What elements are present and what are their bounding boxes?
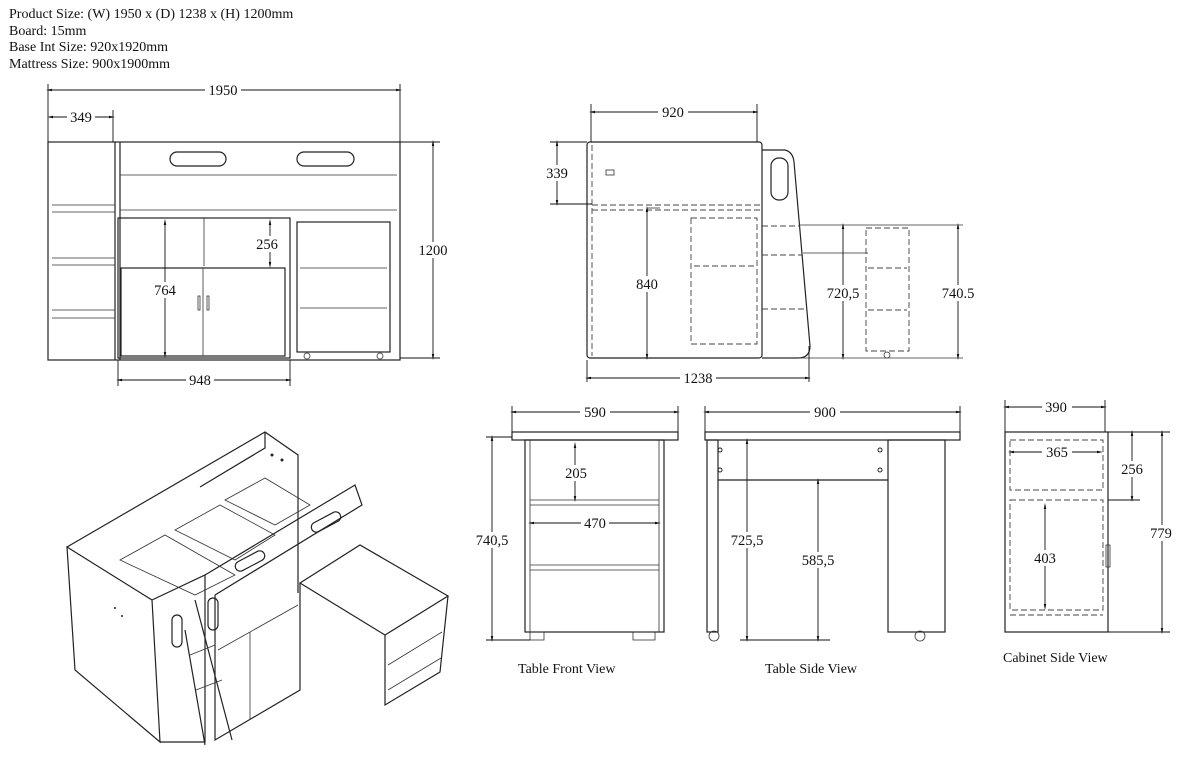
table-front-view: 590 740,5 205 470 Table Front View bbox=[472, 404, 681, 677]
cabinet-side-view: 390 365 256 779 403 Cabinet Side View bbox=[1002, 399, 1176, 666]
dim-table-side-width: 900 bbox=[814, 405, 836, 421]
table-front-view-title: Table Front View bbox=[518, 662, 616, 677]
dim-leg-height: 585,5 bbox=[802, 553, 835, 569]
dim-cabinet-inner-width: 365 bbox=[1046, 445, 1068, 461]
cabinet-side-view-title: Cabinet Side View bbox=[1003, 651, 1109, 666]
dim-ladder-width: 349 bbox=[70, 110, 92, 126]
dim-table-side-height: 725,5 bbox=[731, 533, 764, 549]
table-side-view-title: Table Side View bbox=[765, 662, 858, 677]
spec-mattress-size: Mattress Size: 900x1900mm bbox=[9, 56, 170, 72]
dim-table-inner-height: 720,5 bbox=[827, 286, 860, 302]
dim-inner-width: 470 bbox=[584, 516, 606, 532]
isometric-view bbox=[66, 431, 450, 746]
dim-cabinet-width: 390 bbox=[1045, 400, 1067, 416]
dim-cabinet-width: 948 bbox=[189, 373, 211, 389]
spec-board: Board: 15mm bbox=[9, 23, 87, 39]
product-specs: Product Size: (W) 1950 x (D) 1238 x (H) … bbox=[9, 7, 293, 73]
front-view: 1950 349 1200 948 256 764 bbox=[45, 82, 451, 389]
dim-cabinet-height: 779 bbox=[1150, 526, 1172, 542]
dim-base-width: 920 bbox=[662, 105, 684, 121]
dim-table-height: 740.5 bbox=[942, 286, 975, 302]
dim-table-front-height: 740,5 bbox=[476, 533, 509, 549]
dim-door-height: 403 bbox=[1034, 551, 1056, 567]
dim-under-height: 840 bbox=[636, 277, 658, 293]
spec-base-int-size: Base Int Size: 920x1920mm bbox=[9, 40, 169, 55]
dim-depth: 1238 bbox=[684, 371, 713, 387]
dim-front-width: 1950 bbox=[209, 83, 238, 99]
dim-top-gap: 256 bbox=[256, 237, 278, 253]
dim-table-front-width: 590 bbox=[584, 405, 606, 421]
table-side-view: 900 725,5 585,5 Table Side View bbox=[702, 404, 963, 677]
dim-front-height: 1200 bbox=[419, 243, 448, 259]
dim-top-height: 339 bbox=[546, 166, 568, 182]
dim-cabinet-height: 764 bbox=[154, 283, 177, 299]
side-view: 920 339 840 1238 720,5 740.5 bbox=[543, 104, 977, 387]
dim-cabinet-top-height: 256 bbox=[1121, 462, 1143, 478]
dim-shelf-height: 205 bbox=[565, 466, 587, 482]
spec-product-size: Product Size: (W) 1950 x (D) 1238 x (H) … bbox=[9, 7, 294, 22]
